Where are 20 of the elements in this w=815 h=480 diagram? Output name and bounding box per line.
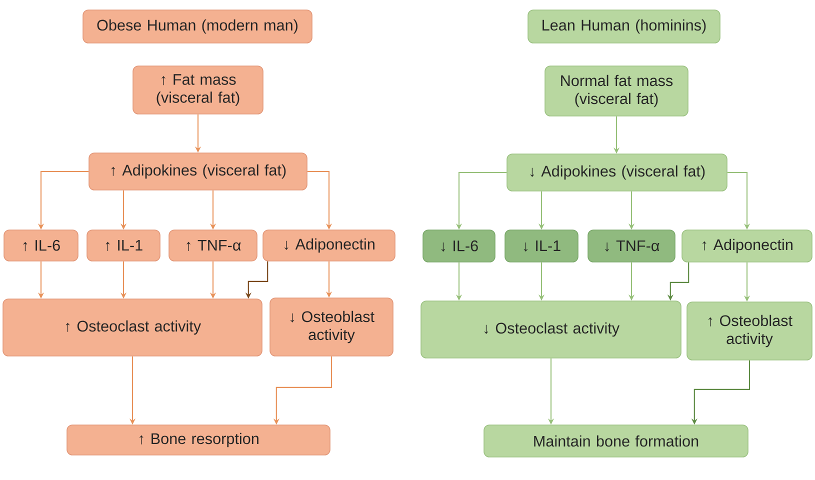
heading-box: Obese Human (modern man): [82, 10, 312, 44]
process-box: ↓ Osteoblast activity: [270, 298, 394, 356]
process-box: ↓ Adipokines (visceral fat): [506, 154, 728, 192]
process-box: ↓ IL-6: [422, 230, 496, 262]
process-box: ↓ TNF-α: [588, 230, 676, 262]
process-box: ↑ IL-1: [86, 230, 160, 262]
process-box: ↑ Adipokines (visceral fat): [88, 152, 308, 190]
process-box: ↑ TNF-α: [168, 230, 258, 262]
process-box: ↑ Bone resorption: [66, 424, 330, 456]
process-box: ↑ IL-6: [4, 230, 78, 262]
process-box: ↑ Osteoclast activity: [2, 298, 262, 356]
process-box: ↑ Osteoblast activity: [686, 302, 812, 360]
process-box: Normal fat mass (visceral fat): [544, 66, 688, 116]
process-box: ↑ Fat mass (visceral fat): [132, 66, 264, 114]
process-box: ↓ Adiponectin: [262, 230, 396, 262]
heading-box: Lean Human (hominins): [528, 10, 720, 44]
process-box: Maintain bone formation: [484, 424, 748, 458]
process-box: ↓ IL-1: [504, 230, 578, 262]
process-box: ↓ Osteoclast activity: [420, 300, 682, 358]
process-box: ↑ Adiponectin: [682, 230, 812, 262]
